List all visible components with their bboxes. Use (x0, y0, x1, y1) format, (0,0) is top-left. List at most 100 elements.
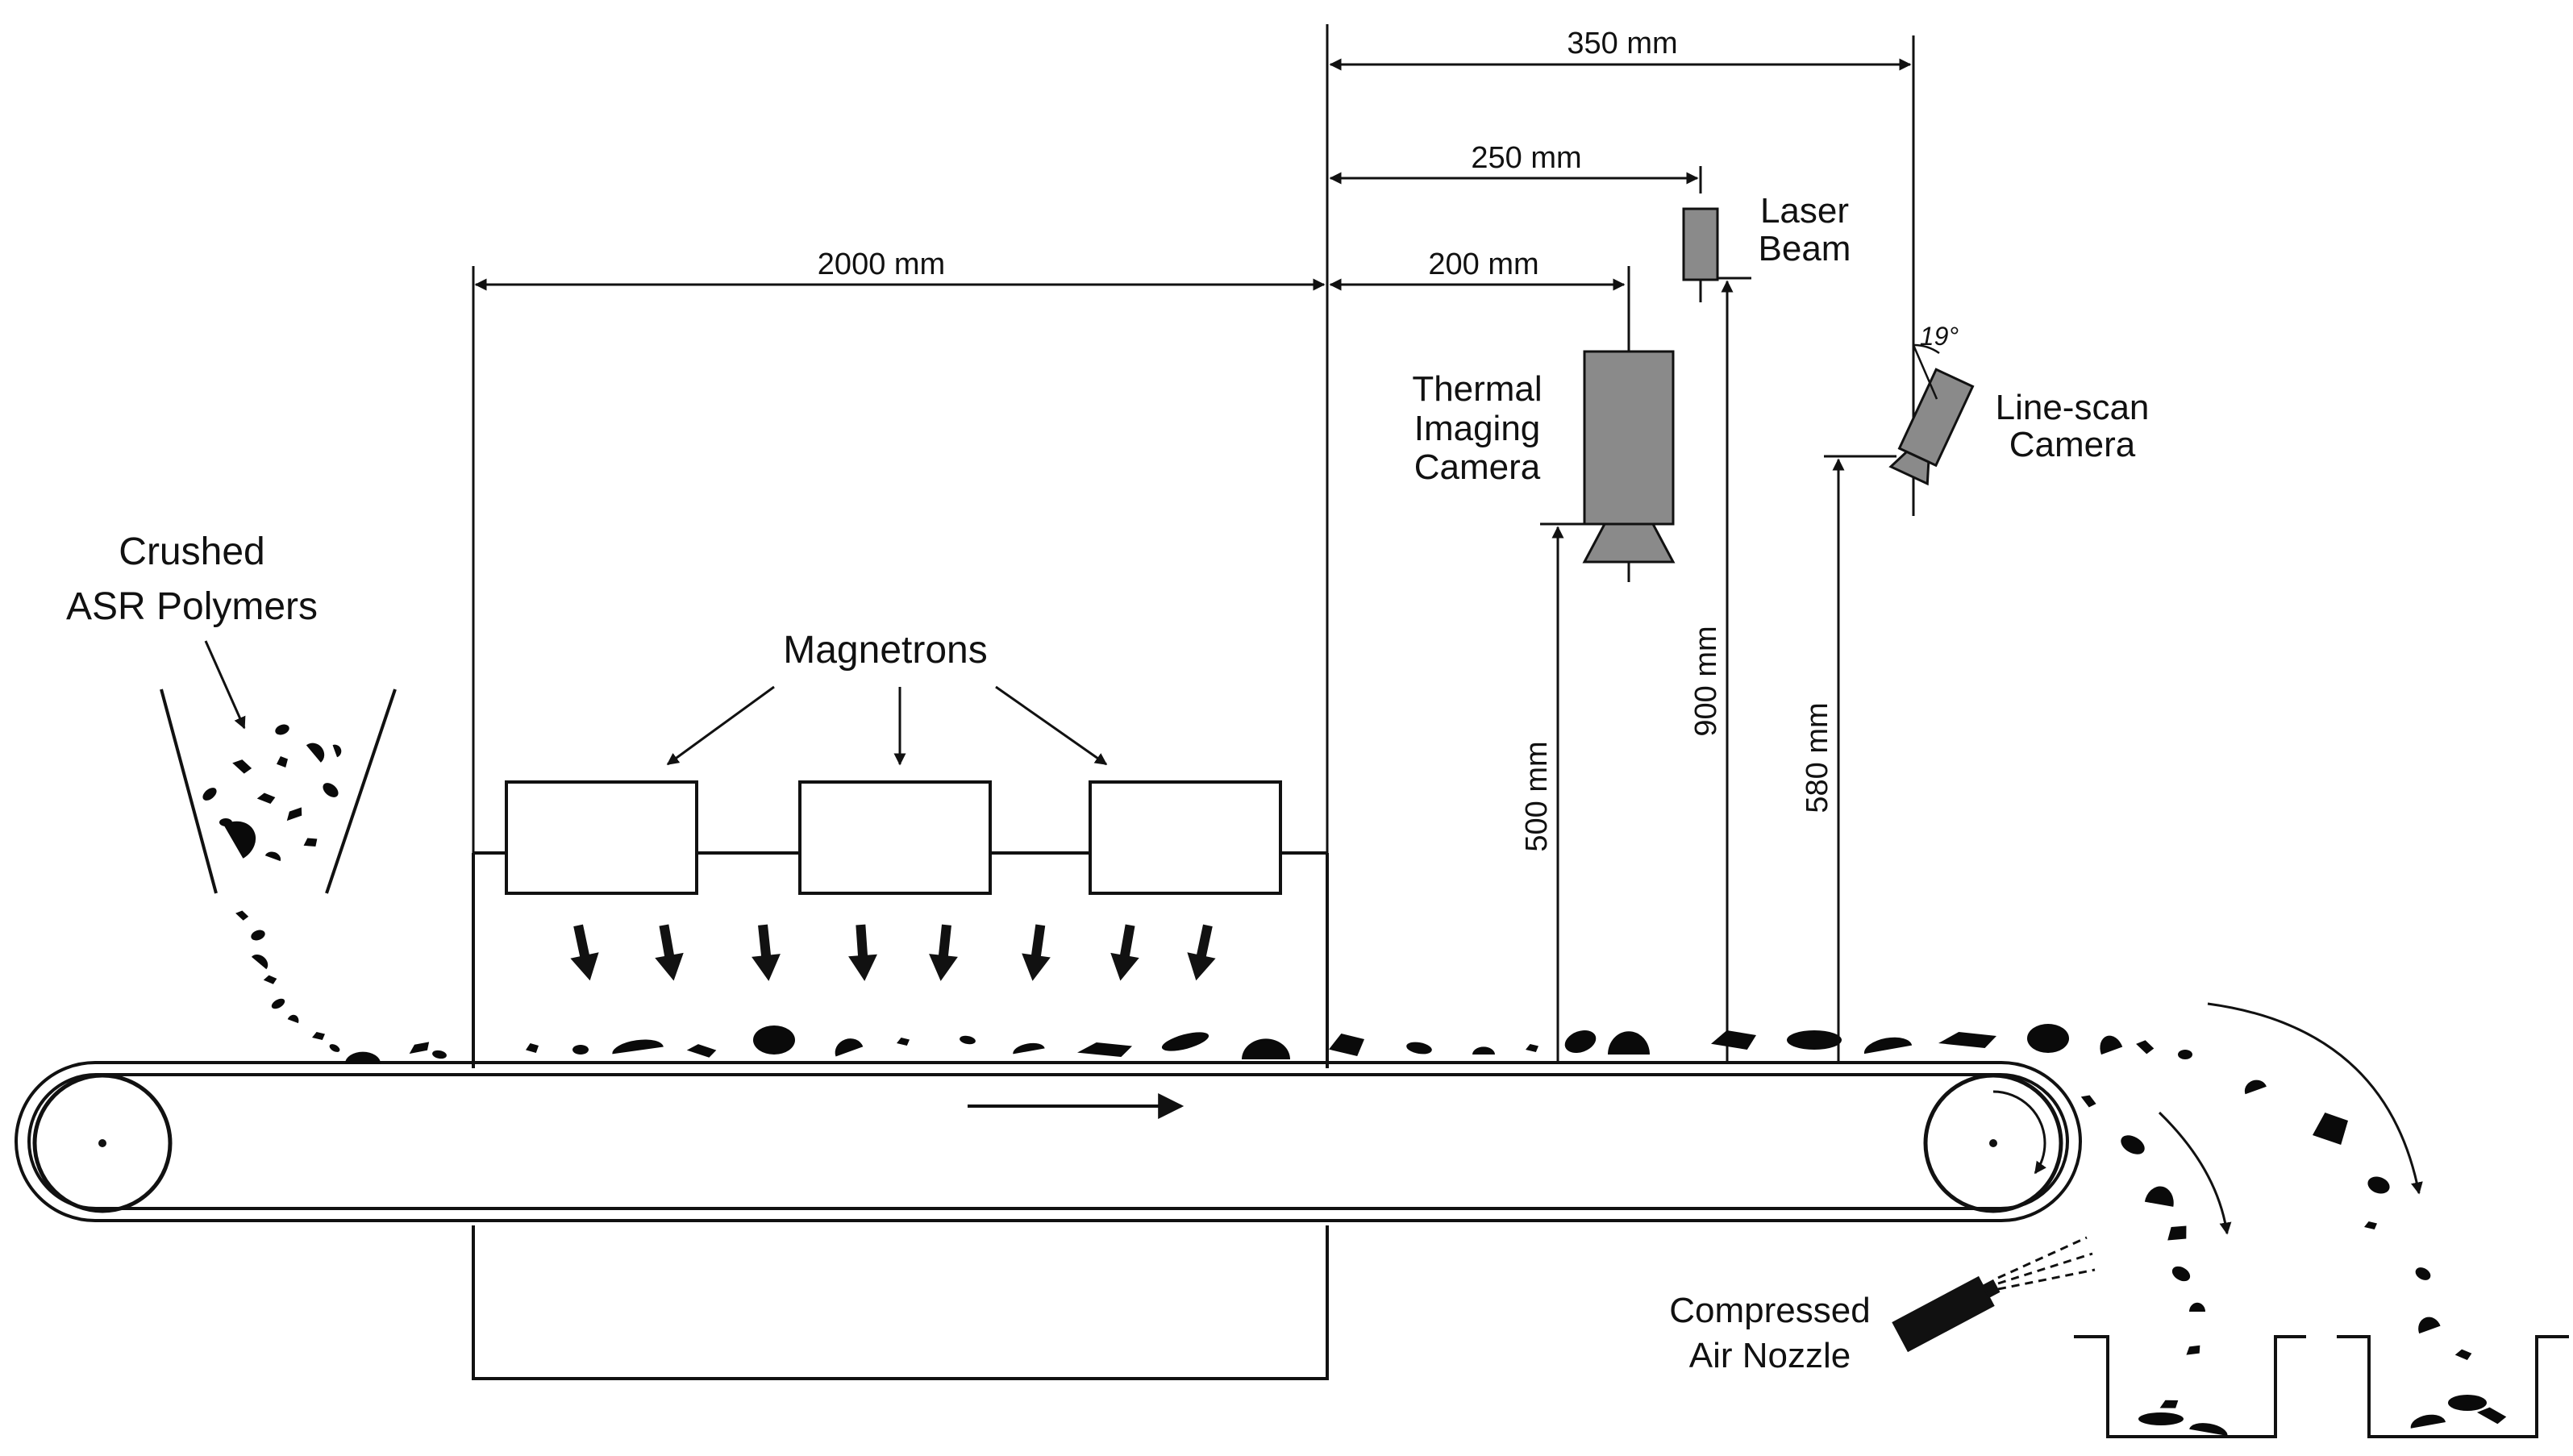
microwave-arrow (1110, 924, 1139, 981)
polymer-particle (1564, 1030, 1597, 1054)
polymer-particle (1472, 1046, 1495, 1055)
thermal-label-line1: Thermal (1412, 369, 1542, 409)
polymer-particle (2171, 1266, 2191, 1282)
polymer-particle (753, 1025, 795, 1055)
feed-hopper (160, 688, 397, 894)
microwave-arrow (929, 924, 958, 981)
crushed-polymers-pointer (204, 640, 246, 730)
polymer-particle (2454, 1349, 2472, 1360)
polymer-particle (2189, 1423, 2228, 1437)
magnetron-1 (505, 780, 698, 895)
polymer-particle (235, 910, 249, 921)
magnetron-3 (1089, 780, 1282, 895)
polymer-particle (686, 1044, 717, 1058)
nozzle-label-line2: Air Nozzle (1689, 1336, 1851, 1375)
polymer-particle (2415, 1267, 2431, 1280)
polymer-particle (1787, 1030, 1842, 1050)
polymer-particle (1863, 1037, 1913, 1055)
polymer-particle (960, 1035, 976, 1045)
polymer-particle (345, 1051, 381, 1063)
polymer-particle (329, 1044, 340, 1052)
polymer-particle (2159, 1400, 2179, 1408)
polymer-particle (1329, 1034, 1364, 1056)
polymer-particle (223, 821, 256, 859)
polymer-particle (303, 838, 318, 847)
nozzle-label-line1: Compressed (1669, 1291, 1870, 1330)
polymer-particle (1526, 1044, 1538, 1052)
compressed-air-nozzle (1892, 1236, 2096, 1353)
polymer-particle (1406, 1042, 1432, 1055)
polymer-particle (2167, 1225, 2187, 1241)
microwave-arrow (1022, 924, 1051, 981)
polymer-particle (271, 998, 285, 1009)
polymer-particle (2313, 1113, 2348, 1145)
thermal-imaging-camera (1582, 350, 1676, 582)
crushed-label-line2: ASR Polymers (66, 585, 318, 628)
polymer-particle (2244, 1080, 2267, 1095)
polymer-particle (2138, 1412, 2184, 1425)
dim-250-label: 250 mm (1471, 141, 1581, 175)
polymer-particle (332, 744, 342, 758)
polymer-particle (526, 1043, 539, 1053)
microwave-arrow (570, 924, 599, 981)
laser-label-line2: Beam (1759, 229, 1851, 268)
dim-200-label: 200 mm (1428, 248, 1538, 281)
polymer-particle (232, 759, 252, 774)
dim-500-label: 500 mm (1520, 741, 1554, 851)
polymer-particle (2144, 1186, 2174, 1207)
magnetron-boxes (505, 780, 1282, 895)
polymer-particle (2364, 1221, 2377, 1229)
linescan-label-line2: Camera (2009, 425, 2136, 464)
polymer-particle (275, 724, 289, 735)
right-pulley (1923, 1073, 2063, 1213)
polymer-particle (1161, 1032, 1209, 1051)
polymer-particle (306, 743, 325, 763)
crushed-label-line1: Crushed (119, 530, 264, 573)
microwave-arrow (848, 924, 877, 981)
polymer-particle (1013, 1042, 1045, 1055)
polymer-particle (263, 975, 277, 984)
angle-label: 19° (1920, 322, 1959, 351)
polymer-particle (897, 1038, 910, 1046)
polymer-particle (2136, 1040, 2155, 1055)
left-pulley (32, 1073, 173, 1213)
polymer-particle (277, 756, 288, 768)
polymer-particle (2476, 1407, 2507, 1425)
conveyor-belt (15, 1061, 2082, 1222)
polymer-particle (287, 1014, 299, 1024)
dim-580-label: 580 mm (1801, 702, 1834, 813)
line-scan-camera (1888, 343, 1975, 486)
microwave-arrows (570, 924, 1216, 981)
polymer-particle (2080, 1095, 2096, 1108)
polymer-particle (323, 783, 339, 797)
trajectory-arrows (2158, 1002, 2423, 1235)
laser-beam-emitter (1682, 207, 1719, 302)
collection-bins (2074, 1335, 2569, 1438)
polymer-particle (1077, 1042, 1132, 1057)
polymer-particle (251, 954, 269, 970)
magnetron-2 (798, 780, 992, 895)
polymer-particle (2121, 1135, 2145, 1154)
polymer-particle (1608, 1031, 1650, 1055)
polymer-particle (256, 792, 276, 805)
dim-2000-label: 2000 mm (818, 248, 945, 281)
laser-label-line1: Laser (1760, 191, 1849, 231)
polymer-particle (1938, 1032, 1996, 1048)
thermal-label-line2: Imaging (1414, 409, 1541, 448)
dim-350-label: 350 mm (1567, 27, 1677, 60)
bin-1 (2074, 1335, 2306, 1438)
polymer-particle (202, 788, 217, 801)
microwave-arrow (751, 924, 781, 981)
polymer-particle (432, 1050, 447, 1059)
polymer-particle (2448, 1395, 2487, 1411)
polymer-particle (612, 1039, 664, 1055)
polymer-particle (1711, 1030, 1756, 1050)
polymer-particle (1242, 1038, 1290, 1059)
dim-900-label: 900 mm (1689, 626, 1723, 736)
polymer-particle (2418, 1317, 2441, 1334)
microwave-arrow (1187, 924, 1216, 981)
polymer-particle (219, 818, 232, 826)
polymer-particle (2367, 1176, 2390, 1194)
